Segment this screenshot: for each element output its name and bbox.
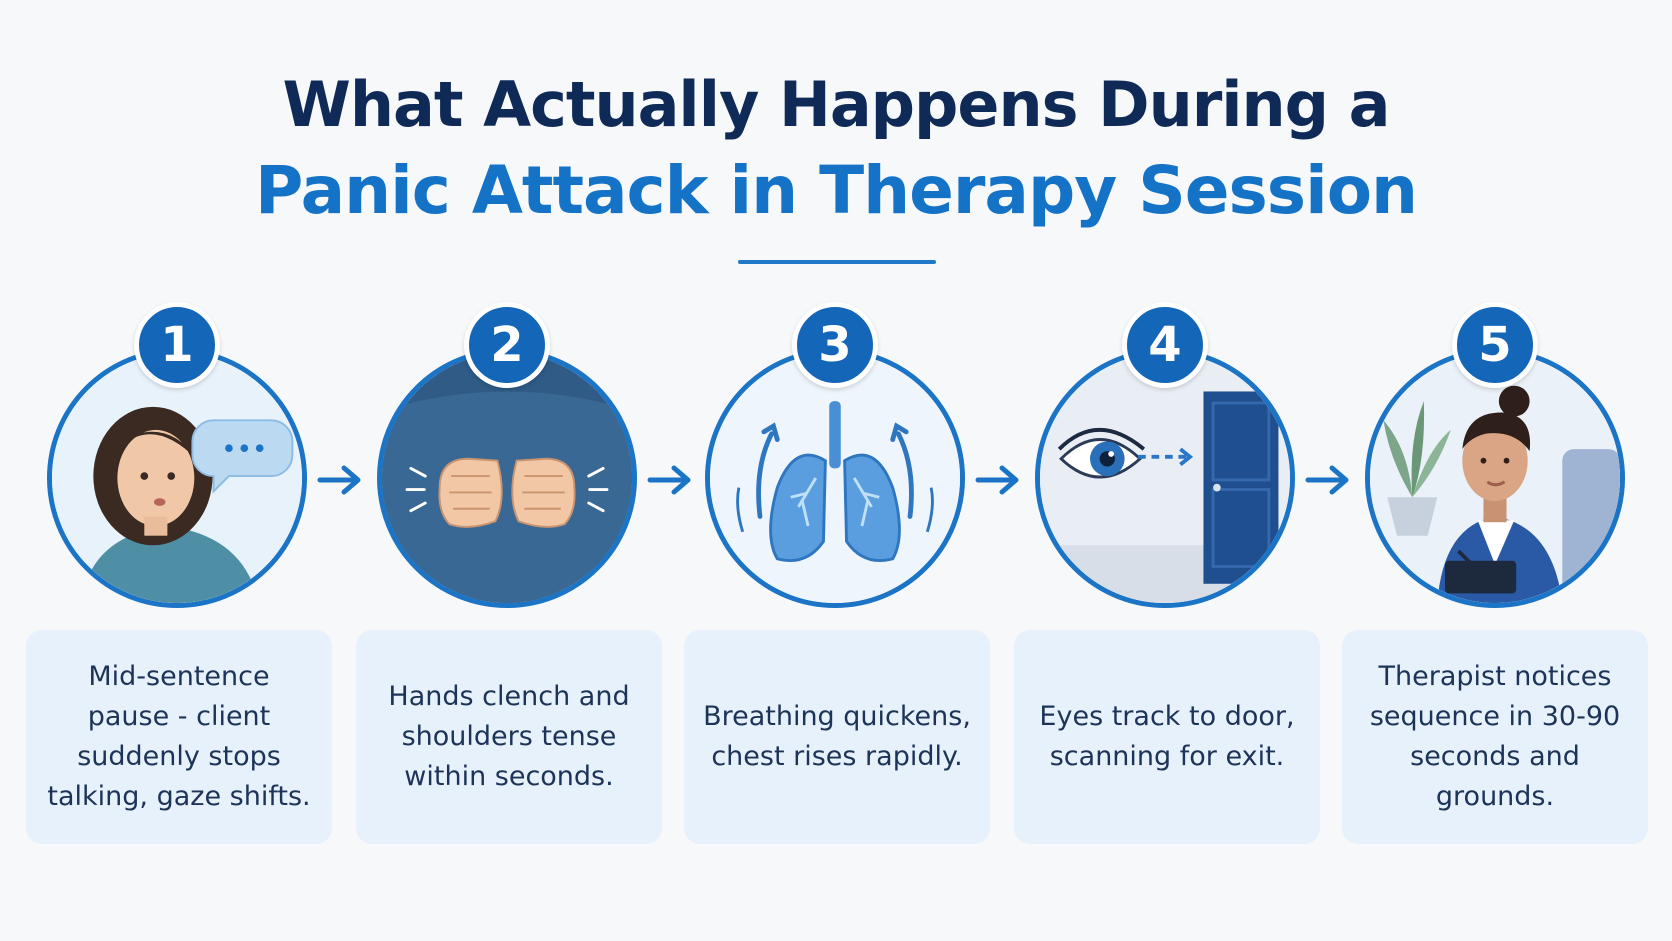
arrow-right-icon [1305,465,1349,495]
therapist-icon [1370,353,1620,603]
step-1-description: Mid-sentence pause - client suddenly sto… [26,630,332,844]
arrow-right-icon [975,465,1019,495]
step-3-illustration [705,348,965,608]
step-2-text: Hands clench and shoulders tense within … [388,681,630,792]
step-5-badge: 5 [1452,302,1538,388]
clenched-hands-icon [382,353,632,603]
step-1-text: Mid-sentence pause - client suddenly sto… [47,661,311,812]
title-line-1: What Actually Happens During a [282,68,1391,141]
lungs-icon [710,353,960,603]
eye-door-icon [1040,353,1290,603]
step-2-badge: 2 [464,302,550,388]
step-5-text: Therapist notices sequence in 30-90 seco… [1369,661,1621,812]
step-1-illustration [47,348,307,608]
step-5-description: Therapist notices sequence in 30-90 seco… [1342,630,1648,844]
title-divider [738,260,936,264]
step-2-description: Hands clench and shoulders tense within … [356,630,662,844]
title-line-2: Panic Attack in Therapy Session [254,152,1418,229]
step-4-description: Eyes track to door, scanning for exit. [1014,630,1320,844]
step-4-badge: 4 [1122,302,1208,388]
step-4-text: Eyes track to door, scanning for exit. [1039,701,1295,772]
step-4-illustration [1035,348,1295,608]
step-3-description: Breathing quickens, chest rises rapidly. [684,630,990,844]
speech-pause-icon [52,353,302,603]
step-5-illustration [1365,348,1625,608]
step-3-badge: 3 [792,302,878,388]
arrow-right-icon [647,465,691,495]
arrow-right-icon [317,465,361,495]
step-1-badge: 1 [134,302,220,388]
step-3-text: Breathing quickens, chest rises rapidly. [703,701,971,772]
